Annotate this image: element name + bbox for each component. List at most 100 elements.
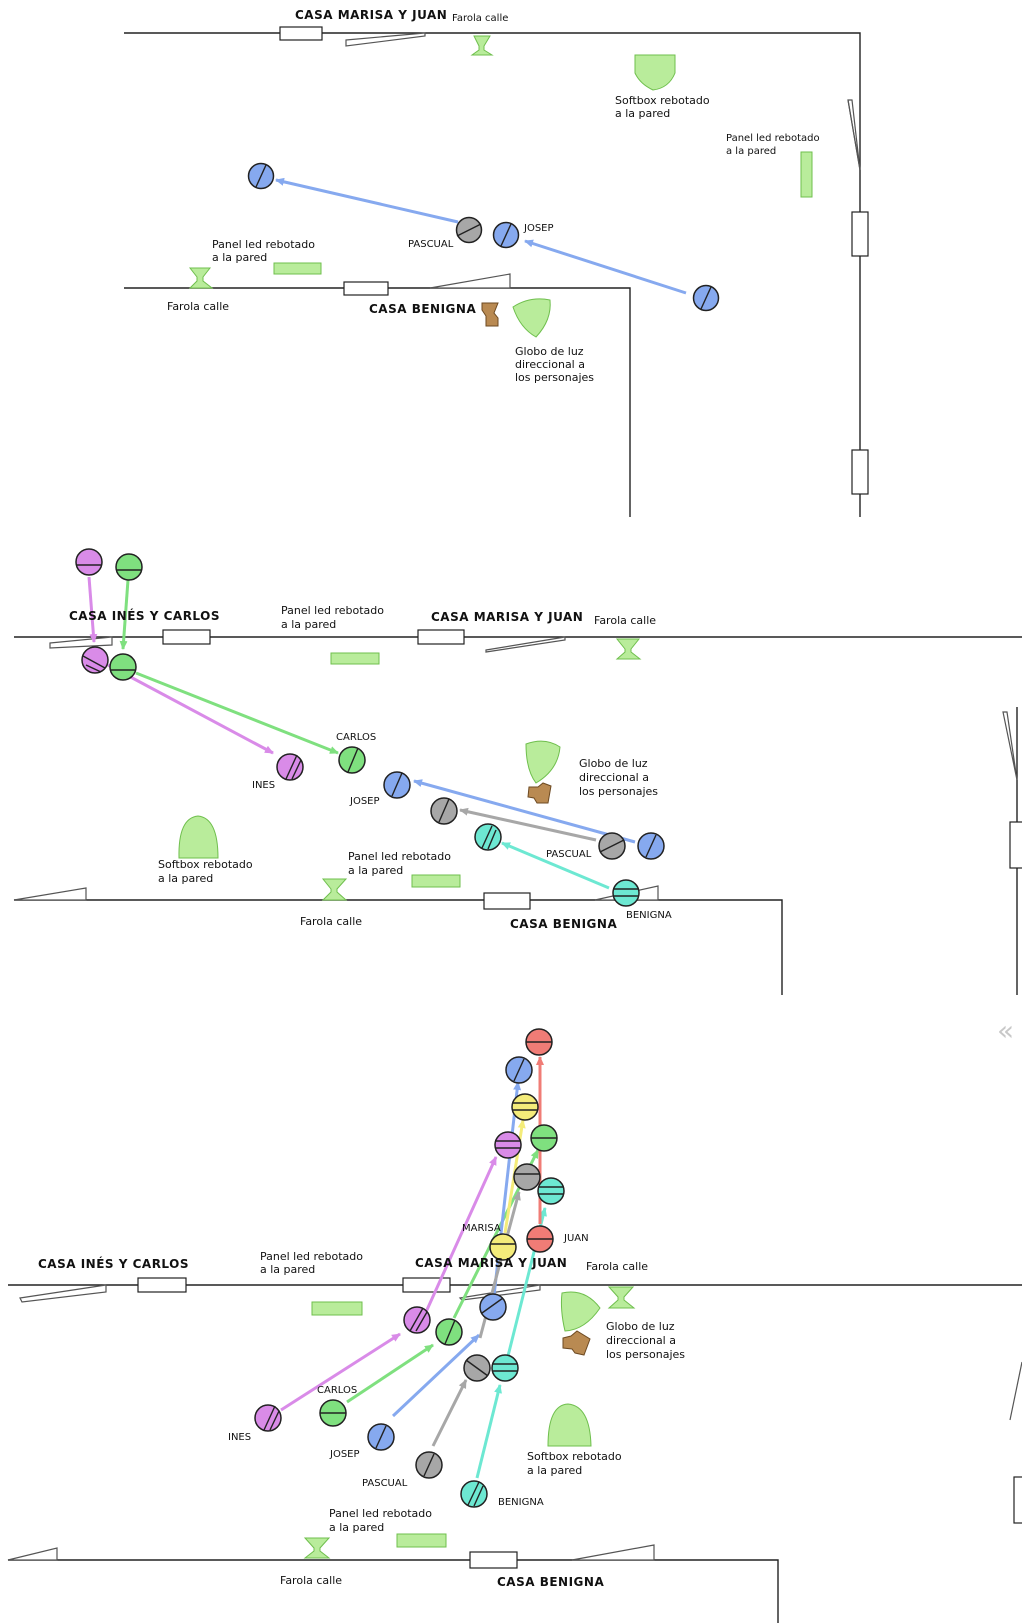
door-icon — [458, 1284, 541, 1301]
window-icon — [1013, 1476, 1022, 1524]
movement-arrow — [501, 841, 610, 890]
equipment-label: Panel led rebotado — [726, 133, 820, 144]
character-marker — [115, 553, 143, 581]
window-icon — [343, 281, 389, 296]
movement-arrow — [431, 1379, 468, 1447]
character-marker — [511, 1093, 539, 1121]
equipment-label: los personajes — [606, 1348, 685, 1361]
character-marker — [598, 832, 626, 860]
door-icon — [571, 1544, 655, 1561]
street-lamp-icon — [303, 1537, 331, 1559]
movement-arrow — [391, 1333, 481, 1418]
character-marker — [513, 1163, 541, 1191]
led-panel-icon — [330, 652, 380, 665]
equipment-label: Softbox rebotado — [527, 1450, 622, 1463]
door-icon — [429, 273, 511, 289]
camera-icon — [562, 1330, 591, 1356]
equipment-label: los personajes — [515, 371, 594, 384]
equipment-label: a la pared — [615, 107, 670, 120]
equipment-label: a la pared — [329, 1521, 384, 1534]
house-label: CASA BENIGNA — [369, 302, 476, 316]
house-label: CASA MARISA Y JUAN — [415, 1256, 567, 1270]
character-marker — [692, 284, 720, 312]
character-marker — [460, 1480, 488, 1508]
lamp-label: Farola calle — [586, 1260, 648, 1273]
lamp-label: Farola calle — [280, 1574, 342, 1587]
movement-arrow — [275, 177, 459, 224]
door-icon — [1002, 711, 1018, 781]
character-label: INES — [228, 1432, 251, 1443]
movement-arrow — [424, 1156, 498, 1313]
led-panel-icon — [311, 1301, 363, 1316]
lamp-label: Farola calle — [452, 13, 508, 24]
wall — [124, 32, 861, 517]
movement-arrow — [475, 1384, 502, 1479]
equipment-label: a la pared — [348, 864, 403, 877]
house-label: CASA BENIGNA — [510, 917, 617, 931]
house-label: CASA MARISA Y JUAN — [295, 8, 447, 22]
house-label: CASA INÉS Y CARLOS — [69, 608, 220, 623]
scene-3: MARISA JUAN CASA INÉS Y CARLOS Panel led… — [7, 1028, 1022, 1623]
character-marker — [612, 879, 640, 907]
window-icon — [417, 629, 465, 645]
equipment-label: a la pared — [212, 251, 267, 264]
window-icon — [851, 211, 869, 257]
street-lamp-icon — [470, 35, 494, 56]
movement-arrow — [119, 579, 130, 650]
character-marker — [491, 1354, 519, 1382]
wall — [14, 899, 783, 995]
character-marker — [479, 1293, 507, 1321]
equipment-label: a la pared — [726, 146, 776, 157]
scene-1: CASA MARISA Y JUAN Farola calle Softbox … — [124, 8, 869, 517]
character-label: JUAN — [563, 1233, 589, 1244]
equipment-label: direccional a — [579, 771, 649, 784]
door-icon — [847, 99, 861, 171]
character-marker — [537, 1177, 565, 1205]
character-marker — [455, 216, 483, 244]
character-marker — [81, 646, 109, 674]
street-lamp-icon — [615, 638, 642, 660]
window-icon — [469, 1551, 518, 1569]
character-marker — [530, 1124, 558, 1152]
character-label: JOSEP — [349, 796, 380, 807]
door-icon — [7, 1547, 58, 1561]
character-marker — [109, 653, 137, 681]
collapse-panel-button[interactable]: « — [997, 1014, 1014, 1047]
character-marker — [75, 548, 103, 576]
equipment-label: Panel led rebotado — [281, 604, 384, 617]
softbox-icon — [178, 815, 219, 859]
movement-arrow — [413, 779, 636, 844]
equipment-label: los personajes — [579, 785, 658, 798]
equipment-label: Globo de luz — [515, 345, 584, 358]
door-icon — [345, 32, 426, 47]
equipment-label: a la pared — [260, 1263, 315, 1276]
character-label: PASCUAL — [546, 849, 592, 860]
character-marker — [463, 1354, 491, 1382]
lamp-label: Farola calle — [167, 300, 229, 313]
character-label: CARLOS — [336, 732, 376, 743]
equipment-label: Panel led rebotado — [212, 238, 315, 251]
camera-icon — [527, 782, 552, 804]
equipment-label: Panel led rebotado — [329, 1507, 432, 1520]
door-icon — [1009, 1361, 1022, 1421]
character-marker — [403, 1306, 431, 1334]
character-marker — [435, 1318, 463, 1346]
character-label: BENIGNA — [626, 910, 672, 921]
equipment-label: Softbox rebotado — [158, 858, 253, 871]
character-marker — [247, 162, 275, 190]
window-icon — [483, 892, 531, 910]
house-label: CASA INÉS Y CARLOS — [38, 1256, 189, 1271]
equipment-label: Panel led rebotado — [348, 850, 451, 863]
wall — [124, 287, 631, 517]
street-lamp-icon — [321, 878, 348, 901]
character-marker — [474, 823, 502, 851]
window-icon — [402, 1277, 451, 1293]
equipment-label: Softbox rebotado — [615, 94, 710, 107]
led-panel-icon — [800, 151, 813, 198]
character-label: MARISA — [462, 1223, 501, 1234]
equipment-label: Globo de luz — [579, 757, 648, 770]
softbox-icon — [634, 54, 676, 91]
character-marker — [415, 1451, 443, 1479]
